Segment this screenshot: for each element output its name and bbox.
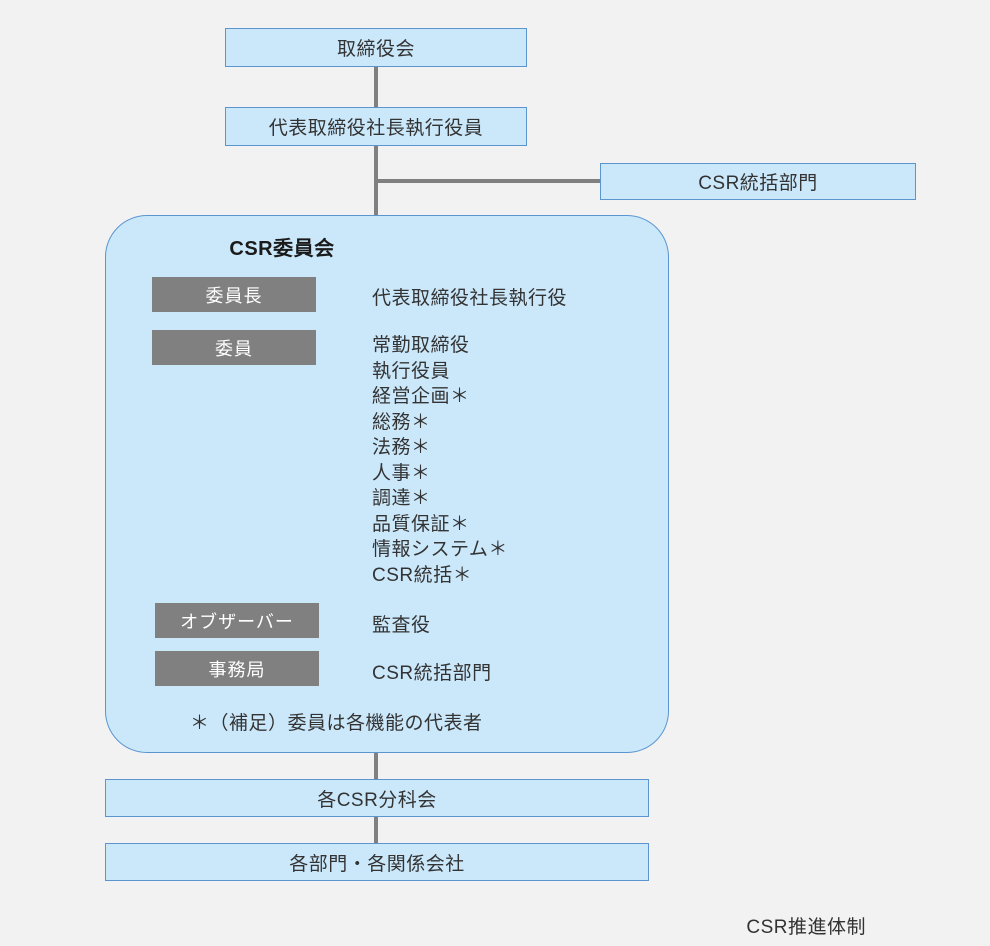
member-item: 常勤取締役 [372,335,470,356]
member-item: 執行役員 [372,360,451,382]
connector-president-to-csr-department [376,179,602,183]
member-item: 品質保証＊ [372,513,470,535]
connector-subcommittees-to-divisions [374,815,378,845]
role-chip-secretariat: 事務局 [155,651,319,686]
figure-caption: CSR推進体制 [746,917,866,938]
role-chip-chairperson: 委員長 [152,277,316,312]
member-item: 人事＊ [372,462,431,484]
role-chip-members: 委員 [152,330,316,365]
member-item: CSR統括＊ [372,564,473,586]
role-value-members-list: 常勤取締役 執行役員 経営企画＊ 総務＊ 法務＊ 人事＊ 調達＊ 品質保証＊ 情… [372,333,508,588]
node-board-of-directors[interactable]: 取締役会 [225,28,527,67]
connector-board-to-president [374,66,378,108]
role-chip-observer: オブザーバー [155,603,319,638]
node-president[interactable]: 代表取締役社長執行役員 [225,107,527,146]
node-csr-subcommittees[interactable]: 各CSR分科会 [105,779,649,817]
node-csr-department[interactable]: CSR統括部門 [600,163,916,200]
member-item: 総務＊ [372,411,431,433]
member-item: 情報システム＊ [372,539,508,560]
role-value-observer: 監査役 [372,615,431,636]
member-item: 調達＊ [372,488,431,509]
role-value-secretariat: CSR統括部門 [372,663,492,684]
csr-committee-title: CSR委員会 [229,238,335,260]
member-item: 法務＊ [372,437,431,458]
role-value-chairperson: 代表取締役社長執行役 [372,288,568,309]
node-divisions-and-affiliates[interactable]: 各部門・各関係会社 [105,843,649,881]
committee-footnote: ＊（補足）委員は各機能の代表者 [190,713,483,734]
connector-committee-to-subcommittees [374,750,378,781]
member-item: 経営企画＊ [372,386,470,407]
